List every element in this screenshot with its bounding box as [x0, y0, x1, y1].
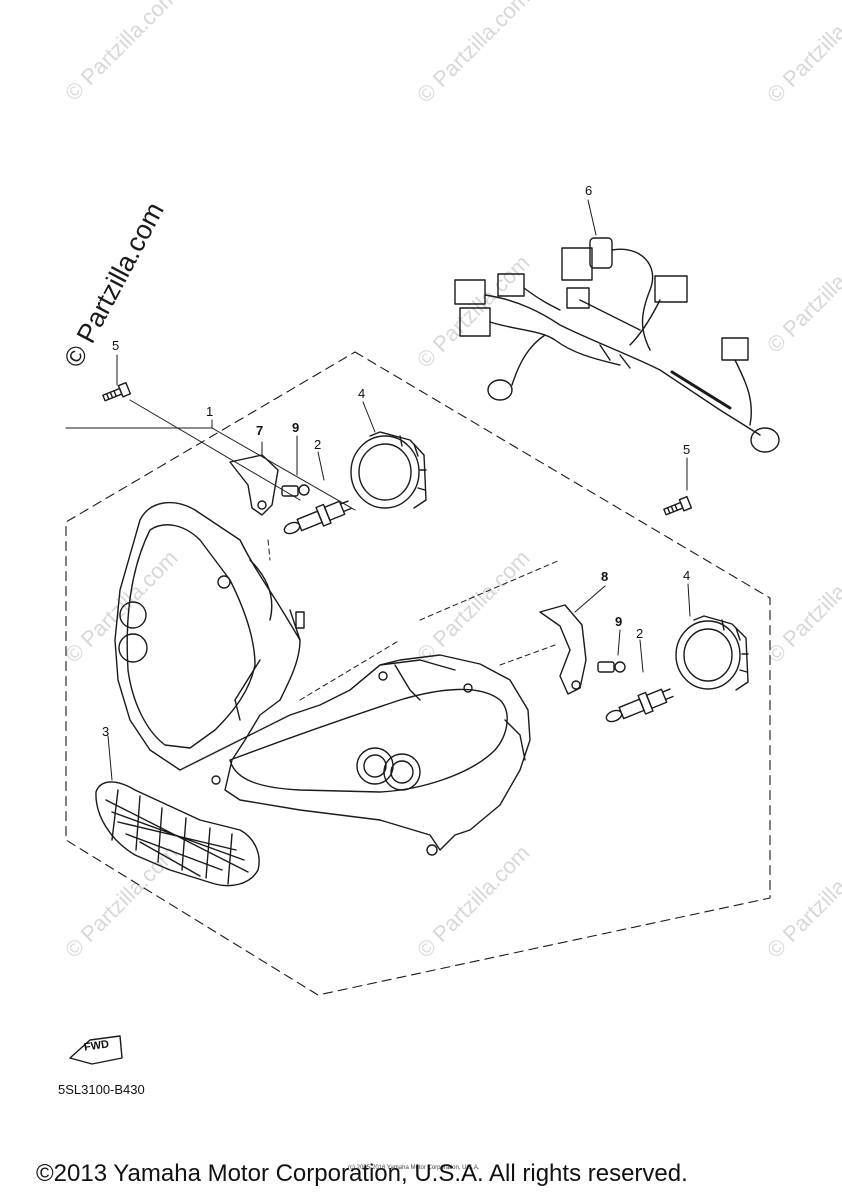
callout-2: 2: [636, 626, 644, 641]
wire-harness-6: [454, 237, 780, 453]
callout-7: 7: [256, 423, 264, 438]
leader-lines: [65, 199, 691, 781]
callout-8: 8: [601, 569, 609, 584]
assembly-boundary: [65, 351, 771, 996]
bracket-8: [539, 604, 587, 695]
screw-left: [102, 381, 132, 402]
screw-right: [663, 495, 693, 516]
headlight-housing: [114, 501, 531, 856]
grille-3: [95, 781, 260, 887]
callout-2: 2: [314, 437, 322, 452]
headlight-bulb-lower: [605, 688, 674, 723]
callout-4: 4: [683, 568, 691, 583]
callout-3: 3: [102, 724, 110, 739]
tiny-copyright: (c) 2005-2016 Yamaha Motor Corporation, …: [348, 1165, 480, 1171]
diagram-code: 5SL3100-B430: [58, 1082, 145, 1097]
callout-1: 1: [206, 404, 214, 419]
callout-4: 4: [358, 386, 366, 401]
position-bulb-upper: [281, 484, 310, 497]
callout-9: 9: [292, 420, 300, 435]
fwd-arrow-icon: [69, 1035, 123, 1065]
callout-6: 6: [585, 183, 593, 198]
bracket-7: [229, 454, 279, 516]
bulb-cover-lower: [675, 615, 749, 691]
callout-9: 9: [615, 614, 623, 629]
callout-5: 5: [683, 442, 691, 457]
position-bulb-lower: [597, 661, 626, 673]
footer-copyright: ©2013 Yamaha Motor Corporation, U.S.A. A…: [36, 1160, 688, 1187]
bulb-cover-upper: [350, 431, 427, 509]
callout-5: 5: [112, 338, 120, 353]
headlight-bulb-upper: [283, 500, 352, 535]
